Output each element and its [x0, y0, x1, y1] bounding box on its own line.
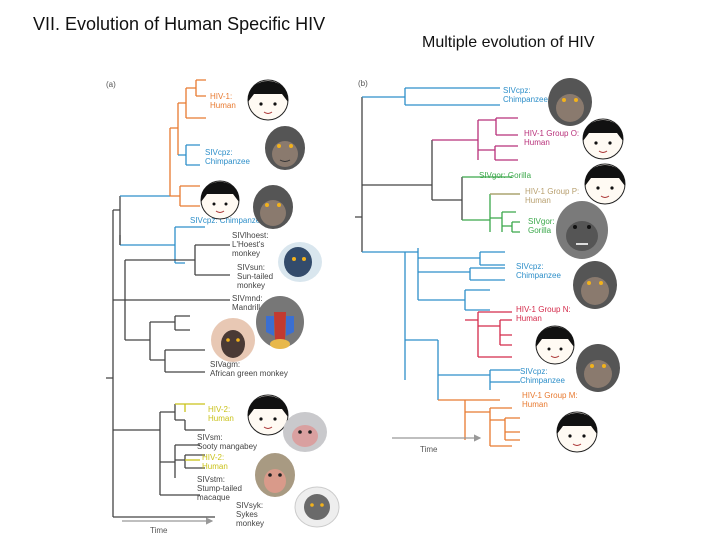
chimpanzee-face-icon: [548, 78, 592, 126]
panel-a-leaf-label: HIV-1:Human: [210, 92, 236, 110]
chimpanzee-face-icon: [265, 126, 305, 170]
panel-a-tag: (a): [106, 80, 116, 89]
macaque-icon: [255, 453, 295, 497]
panel-b-leaf-label: HIV-1 Group O:Human: [524, 129, 579, 147]
panel-b-tag: (b): [358, 79, 368, 88]
human-face-icon: [582, 118, 624, 160]
panel-b-time-label: Time: [420, 445, 438, 454]
chimpanzee-face-icon: [253, 185, 293, 229]
panel-a-leaf-label: SIVagm:African green monkey: [210, 360, 288, 378]
sykes-monkey-icon: [294, 486, 340, 528]
human-face-icon: [556, 411, 598, 453]
lhoest-monkey-icon: [278, 242, 322, 282]
human-face-icon: [247, 79, 289, 121]
panel-b-leaf-label: SIVgor:Gorilla: [528, 217, 555, 235]
panel-b-leaf-label: SIVcpz:Chimpanzee: [516, 262, 561, 280]
panel-b-leaf-label: SIVcpz:Chimpanzee: [503, 86, 548, 104]
panel-a-time-label: Time: [150, 526, 168, 535]
panel-b-leaf-label: SIVcpz:Chimpanzee: [520, 367, 565, 385]
african-green-monkey-icon: [211, 318, 255, 362]
panel-a-leaf-label: SIVmnd:Mandrill: [232, 294, 263, 312]
human-face-icon: [535, 325, 575, 365]
panel-a-leaf-label: HIV-2:Human: [208, 405, 234, 423]
chimpanzee-face-icon: [573, 261, 617, 309]
panel-a-leaf-label: SIVcpz:Chimpanzee: [205, 148, 250, 166]
panel-b-leaf-label: HIV-1 Group P:Human: [525, 187, 579, 205]
human-face-icon: [200, 180, 240, 220]
panel-b-leaf-label: SIVgor: Gorilla: [479, 171, 532, 180]
chimpanzee-face-icon: [576, 344, 620, 392]
panel-a-leaf-label: SIVcpz: Chimpanzee: [190, 216, 265, 225]
panel-b-leaf-label: HIV-1 Group N:Human: [516, 305, 571, 323]
panel-a-leaf-label: HIV-2:Human: [202, 453, 228, 471]
gorilla-face-icon: [556, 201, 608, 259]
mandrill-icon: [256, 296, 304, 349]
slide-title: VII. Evolution of Human Specific HIV: [33, 14, 326, 34]
human-face-icon: [247, 394, 289, 436]
slide-subtitle: Multiple evolution of HIV: [422, 34, 595, 51]
panel-a-labels: HIV-1:HumanSIVcpz:ChimpanzeeHIV-1:HumanS…: [190, 92, 288, 528]
panel-b-tree: [355, 87, 520, 447]
panel-a-tree: [106, 79, 230, 518]
panel-b-leaf-label: HIV-1 Group M:Human: [522, 391, 578, 409]
human-face-icon: [584, 163, 626, 205]
sooty-mangabey-icon: [283, 412, 327, 452]
panel-a-leaf-label: SIVsm:Sooty mangabey: [197, 433, 257, 451]
